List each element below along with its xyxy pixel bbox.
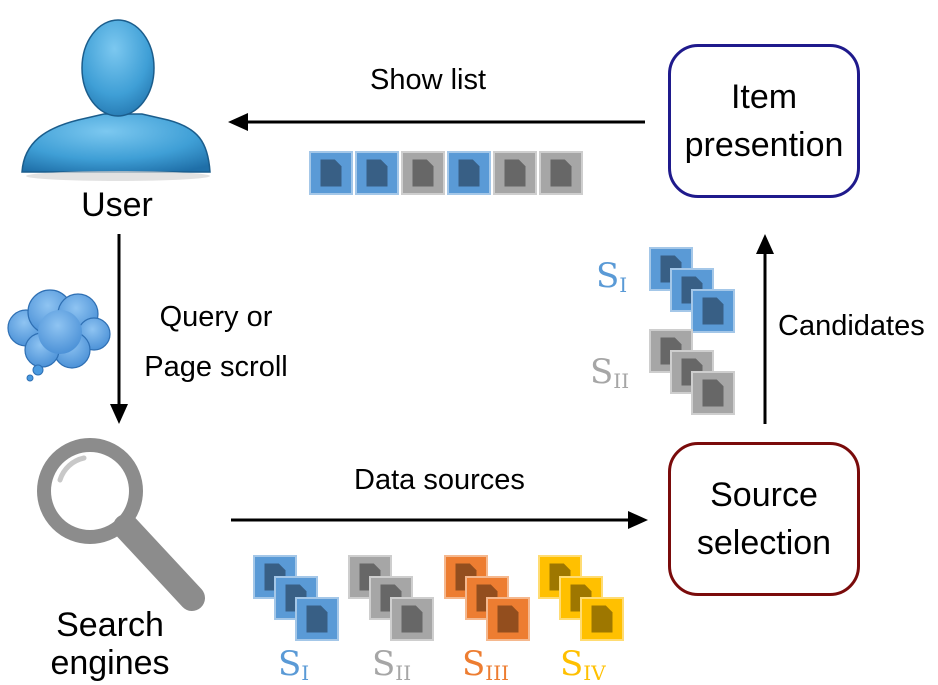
candidate-document-icon	[691, 371, 735, 415]
source-label-s4: SIV	[560, 644, 606, 685]
source-document-icon	[580, 597, 624, 641]
show-list-arrow	[228, 113, 645, 131]
item-presentation-line-2: presention	[684, 126, 844, 164]
source-document-icon	[295, 597, 339, 641]
query-label: Query or Page scroll	[136, 292, 296, 392]
candidate-label-s1: SI	[596, 256, 628, 297]
item-presentation-line-1: Item	[730, 78, 798, 116]
candidate-document-icon	[691, 289, 735, 333]
candidate-label-s2: SII	[590, 352, 630, 393]
candidates-arrow	[756, 234, 774, 424]
query-line-2: Page scroll	[144, 351, 288, 383]
source-label-s2: SII	[372, 644, 412, 685]
source-document-icon	[390, 597, 434, 641]
query-arrow	[110, 234, 128, 424]
show-list-document-icon	[539, 151, 583, 195]
show-list-document-icon	[401, 151, 445, 195]
source-label-s3: SIII	[462, 644, 509, 685]
source-document-icon	[486, 597, 530, 641]
show-list-document-icon	[309, 151, 353, 195]
show-list-document-icon	[355, 151, 399, 195]
source-label-s1: SI	[278, 644, 310, 685]
user-label: User	[81, 186, 153, 224]
show-list-label: Show list	[370, 64, 487, 96]
search-engines-line-2: engines	[50, 644, 170, 682]
show-list-document-icon	[493, 151, 537, 195]
data-sources-arrow	[231, 511, 648, 529]
search-engines-label: Search engines	[30, 606, 190, 682]
data-sources-label: Data sources	[354, 464, 525, 496]
document-layer	[253, 151, 735, 641]
candidates-label: Candidates	[778, 310, 925, 342]
user-icon	[21, 19, 211, 181]
show-list-document-icon	[447, 151, 491, 195]
thought-cloud-icon	[7, 289, 111, 382]
source-selection-line-2: selection	[696, 524, 832, 562]
search-engines-line-1: Search	[56, 606, 164, 644]
magnifier-icon	[37, 438, 205, 611]
item-presentation-node: Item presention	[668, 44, 860, 198]
source-selection-line-1: Source	[710, 476, 818, 514]
source-selection-node: Source selection	[668, 442, 860, 596]
query-line-1: Query or	[159, 301, 273, 333]
